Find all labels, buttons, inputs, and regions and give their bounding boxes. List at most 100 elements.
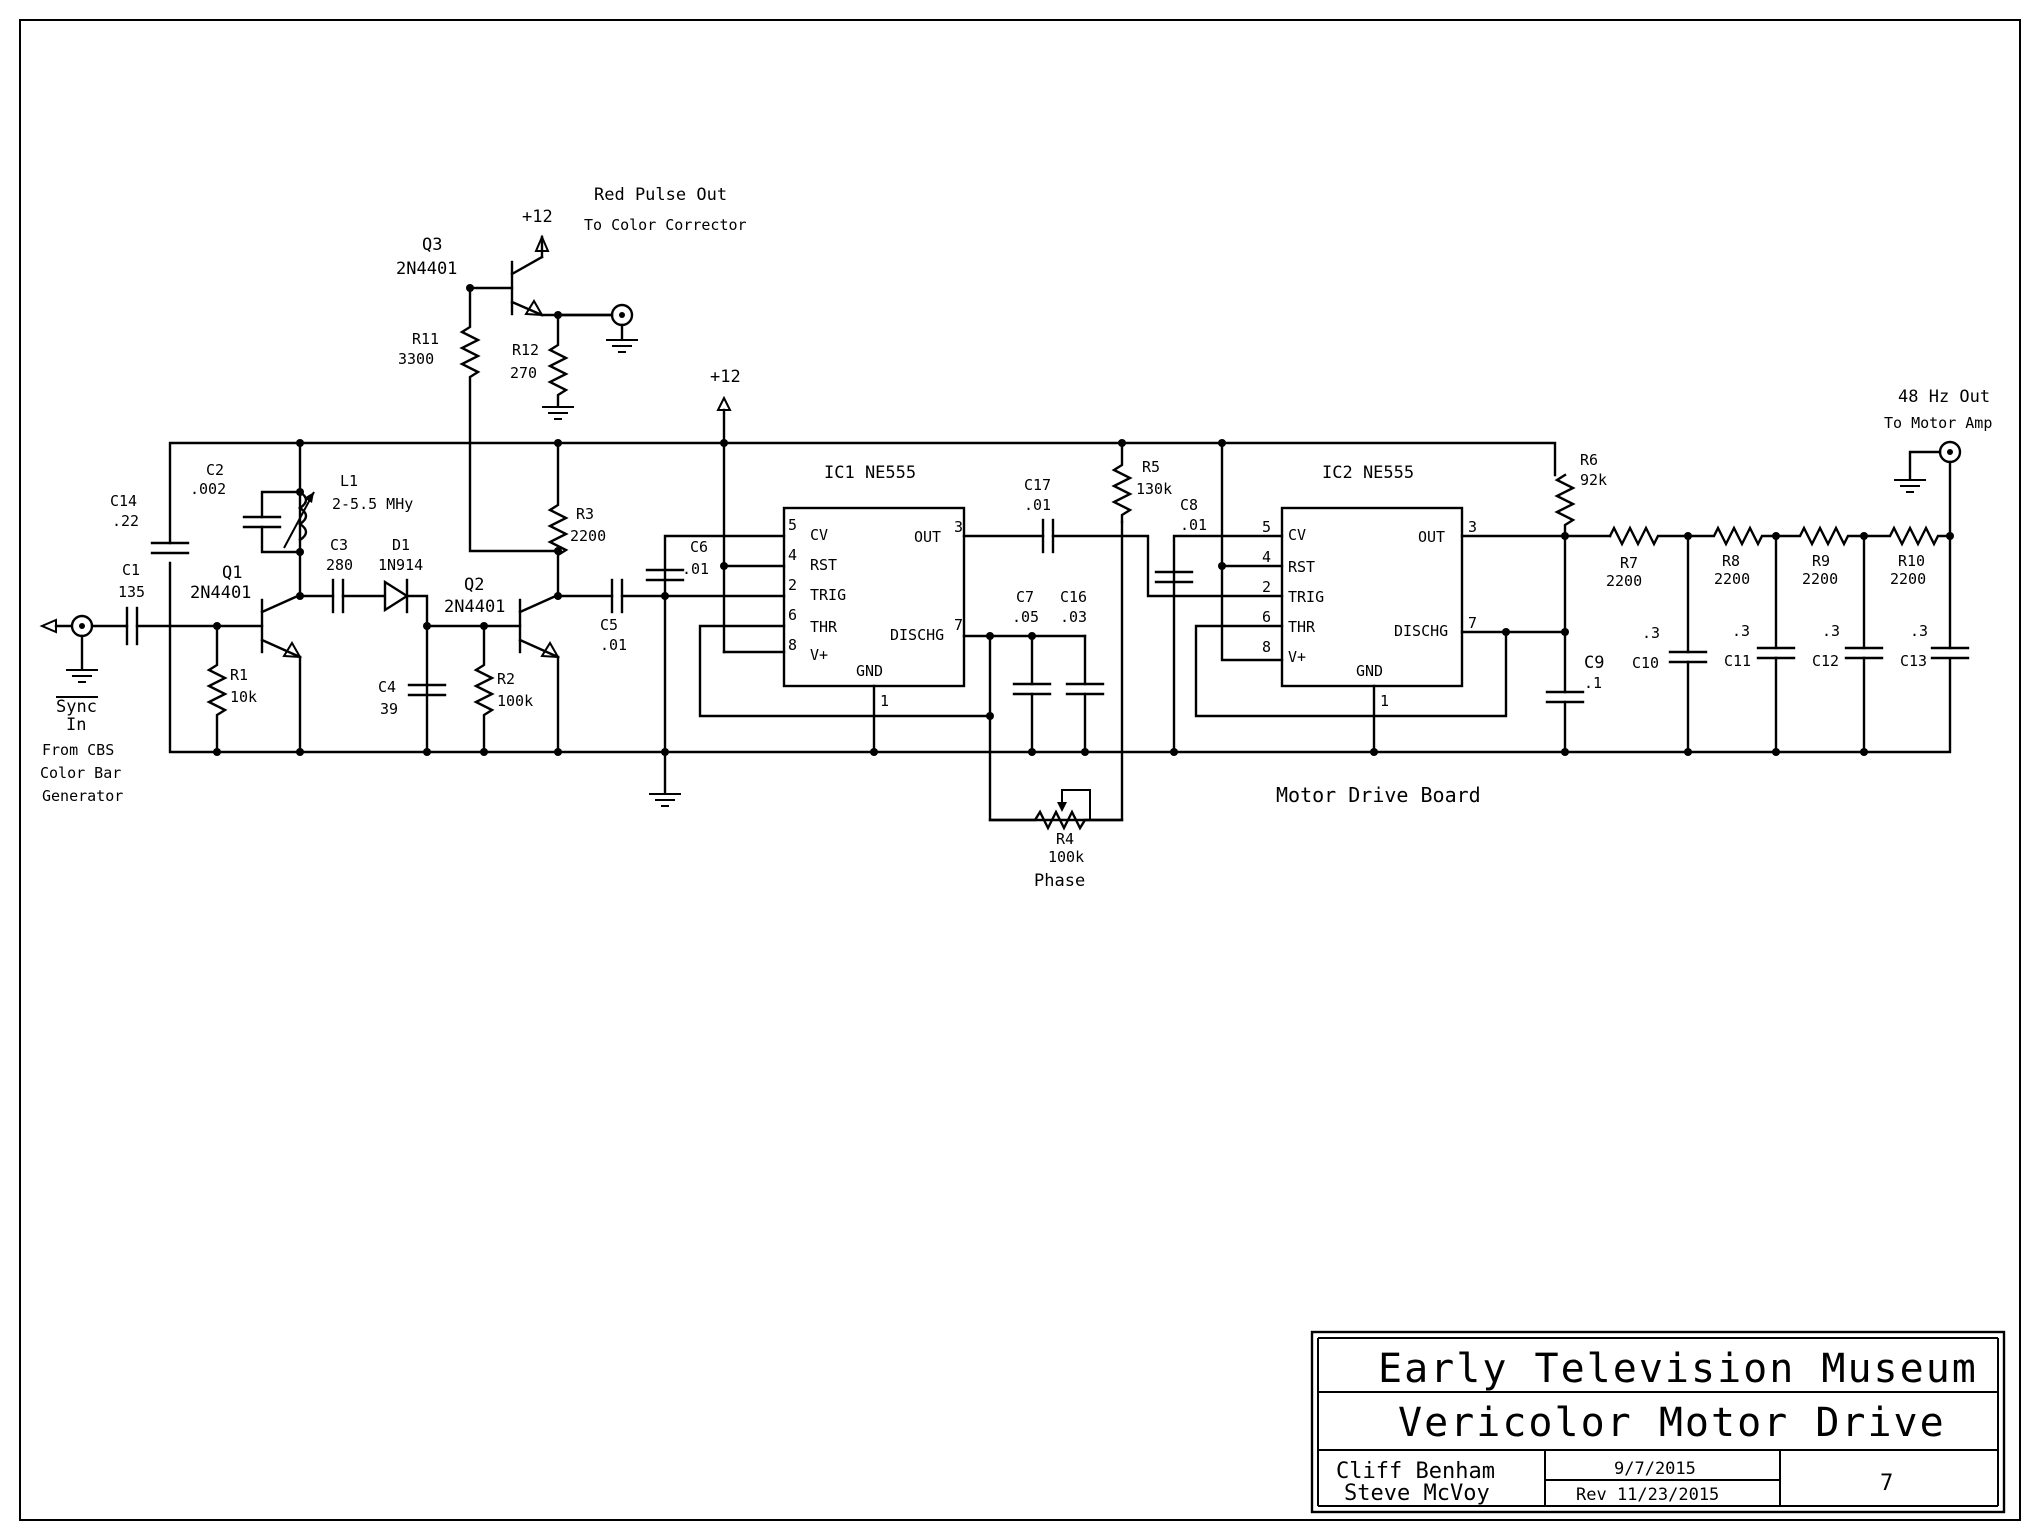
r1-value: 10k bbox=[230, 688, 257, 706]
hz48-sub: To Motor Amp bbox=[1884, 414, 1992, 432]
c1-capacitor bbox=[124, 606, 264, 646]
c4-capacitor bbox=[407, 683, 447, 756]
ic1-pin5-num: 5 bbox=[788, 516, 797, 534]
ic1-pin-trig: TRIG bbox=[810, 586, 846, 604]
q1-ref: Q1 bbox=[222, 563, 242, 583]
title-drawing: Vericolor Motor Drive bbox=[1398, 1400, 1946, 1446]
r10-value: 2200 bbox=[1890, 570, 1926, 588]
c12-ref: C12 bbox=[1812, 652, 1839, 670]
l1-value: 2-5.5 MHy bbox=[332, 495, 413, 513]
c9-value: .1 bbox=[1584, 674, 1602, 692]
r2-value: 100k bbox=[497, 692, 533, 710]
ic1-pin7-num: 7 bbox=[954, 616, 963, 634]
c13-value: .3 bbox=[1910, 622, 1928, 640]
hz48-title: 48 Hz Out bbox=[1898, 387, 1990, 407]
ic2-pin8-num: 8 bbox=[1262, 638, 1271, 656]
drawing-frame bbox=[19, 19, 2021, 1521]
c14-ref: C14 bbox=[110, 492, 137, 510]
ic1-pin-vplus: V+ bbox=[810, 646, 828, 664]
c2-ref: C2 bbox=[206, 461, 224, 479]
ic1-pin2-num: 2 bbox=[788, 576, 797, 594]
top-rail bbox=[168, 441, 1557, 545]
c3-value: 280 bbox=[326, 556, 353, 574]
c5-value: .01 bbox=[600, 636, 627, 654]
q3-ref: Q3 bbox=[422, 235, 442, 255]
r6-ref: R6 bbox=[1580, 451, 1598, 469]
c8-value: .01 bbox=[1180, 516, 1207, 534]
ic2-title: IC2 NE555 bbox=[1322, 463, 1414, 483]
r2-resistor bbox=[425, 622, 522, 756]
d1-value: 1N914 bbox=[378, 556, 423, 574]
c3-ref: C3 bbox=[330, 536, 348, 554]
c13-ref: C13 bbox=[1900, 652, 1927, 670]
r4-value: 100k bbox=[1048, 848, 1084, 866]
r6-resistor bbox=[1554, 473, 1576, 694]
r10-ref: R10 bbox=[1898, 552, 1925, 570]
ic1-pin6-num: 6 bbox=[788, 606, 797, 624]
ic1-pin-rst: RST bbox=[810, 556, 837, 574]
c12-value: .3 bbox=[1822, 622, 1840, 640]
q2-ref: Q2 bbox=[464, 575, 484, 595]
c10-value: .3 bbox=[1642, 624, 1660, 642]
ic1-pin3-num: 3 bbox=[954, 518, 963, 536]
r3-resistor bbox=[547, 439, 569, 600]
c1-value: 135 bbox=[118, 583, 145, 601]
ic1-pin1-num: 1 bbox=[880, 692, 889, 710]
rc-filter-ladder bbox=[1608, 525, 1954, 547]
c4-ref: C4 bbox=[378, 678, 396, 696]
c13-capacitor bbox=[1930, 534, 1970, 660]
ic1-supply-label: +12 bbox=[710, 367, 741, 387]
c9-capacitor bbox=[1545, 690, 1585, 756]
q3-transistor bbox=[468, 234, 560, 317]
r5-ref: R5 bbox=[1142, 458, 1160, 476]
c7-value: .05 bbox=[1012, 608, 1039, 626]
ic2-pin-gnd: GND bbox=[1356, 662, 1383, 680]
ic1-supply-line bbox=[716, 395, 786, 654]
ic2-pin-vplus: V+ bbox=[1288, 648, 1306, 666]
d1-ref: D1 bbox=[392, 536, 410, 554]
ic2-ne555 bbox=[1280, 506, 1464, 688]
sync-label: Sync bbox=[56, 697, 97, 717]
ic2-pin-thr: THR bbox=[1288, 618, 1316, 636]
red-pulse-title: Red Pulse Out bbox=[594, 185, 727, 205]
c17-value: .01 bbox=[1024, 496, 1051, 514]
title-author1: Cliff Benham bbox=[1336, 1459, 1495, 1484]
c2-value: .002 bbox=[190, 480, 226, 498]
title-org: Early Television Museum bbox=[1378, 1346, 1978, 1392]
c16-capacitor bbox=[1065, 634, 1105, 756]
board-label: Motor Drive Board bbox=[1276, 783, 1481, 807]
r3-value: 2200 bbox=[570, 527, 606, 545]
c8-capacitor bbox=[1154, 534, 1284, 756]
ic2-pin-out: OUT bbox=[1418, 528, 1445, 546]
r3-ref: R3 bbox=[576, 505, 594, 523]
red-pulse-output-connector bbox=[556, 303, 639, 353]
c11-capacitor bbox=[1756, 534, 1796, 756]
q3-value: 2N4401 bbox=[396, 259, 457, 279]
r11-value: 3300 bbox=[398, 350, 434, 368]
c11-value: .3 bbox=[1732, 622, 1750, 640]
r5-value: 130k bbox=[1136, 480, 1172, 498]
ic2-pin-trig: TRIG bbox=[1288, 588, 1324, 606]
c7-capacitor bbox=[1012, 634, 1052, 756]
c5-ref: C5 bbox=[600, 616, 618, 634]
ic1-title: IC1 NE555 bbox=[824, 463, 916, 483]
ic2-pin-cv: CV bbox=[1288, 526, 1306, 544]
c4-value: 39 bbox=[380, 700, 398, 718]
c10-ref: C10 bbox=[1632, 654, 1659, 672]
r12-value: 270 bbox=[510, 364, 537, 382]
c6-value: .01 bbox=[682, 560, 709, 578]
c8-ref: C8 bbox=[1180, 496, 1198, 514]
ic2-pin5-num: 5 bbox=[1262, 518, 1271, 536]
phase-label: Phase bbox=[1034, 871, 1085, 891]
q3-supply-label: +12 bbox=[522, 207, 553, 227]
r7-value: 2200 bbox=[1606, 572, 1642, 590]
r11-ref: R11 bbox=[412, 330, 439, 348]
title-author2: Steve McVoy bbox=[1344, 1481, 1490, 1506]
ic1-pin4-num: 4 bbox=[788, 546, 797, 564]
r1-resistor bbox=[206, 622, 228, 756]
r12-resistor bbox=[541, 311, 612, 420]
d1-diode bbox=[383, 578, 431, 754]
ic2-pin3-num: 3 bbox=[1468, 518, 1477, 536]
ic1-pin8-num: 8 bbox=[788, 636, 797, 654]
l1-c2-tank bbox=[242, 439, 315, 556]
